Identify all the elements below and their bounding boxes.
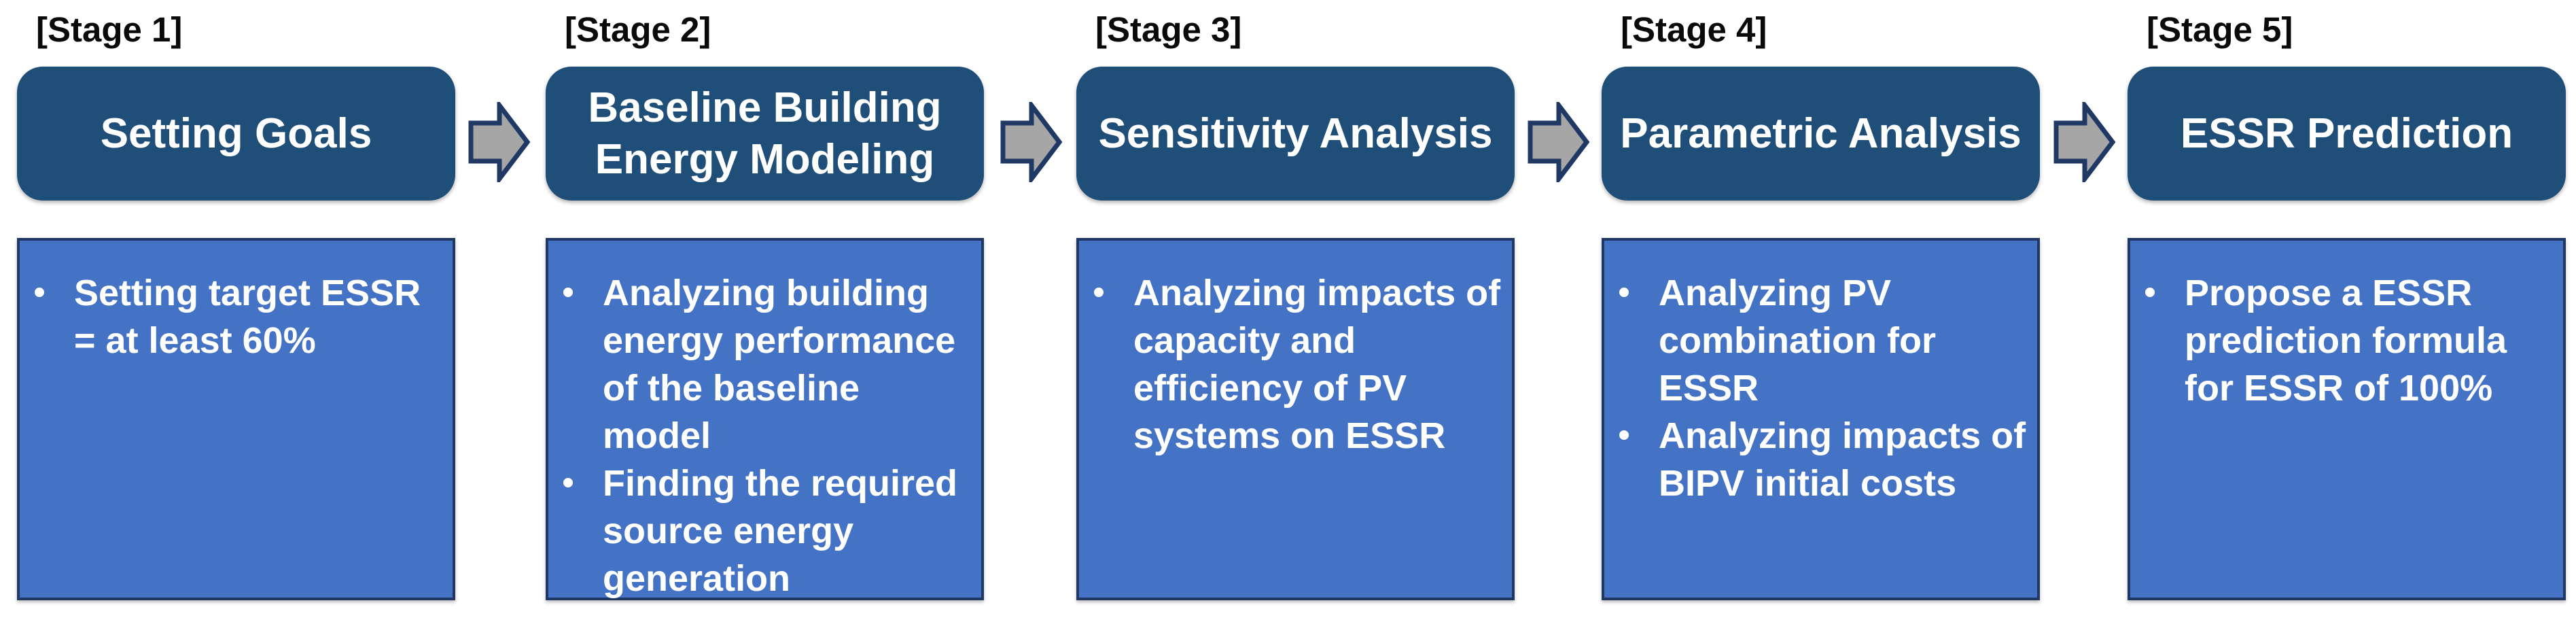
bullet-text: Finding the required source energy gener… [603, 463, 957, 599]
stage-4-detail-box: Analyzing PV combination for ESSR Analyz… [1602, 238, 2040, 600]
stage-1-detail-box: Setting target ESSR = at least 60% [17, 238, 455, 600]
stage-2-header-box: Baseline Building Energy Modeling [546, 67, 984, 201]
stage-3-label: [Stage 3] [1095, 10, 1242, 49]
right-arrow-icon [2053, 102, 2116, 182]
bullet-text: Propose a ESSR prediction formula for ES… [2185, 273, 2507, 409]
bullet-dot-icon [2145, 288, 2155, 297]
stage-2-header-text: Baseline Building Energy Modeling [588, 84, 942, 183]
stage-1-header-text: Setting Goals [100, 109, 372, 157]
bullet-text: Analyzing building energy performance of… [603, 273, 956, 456]
stage-1-header-box: Setting Goals [17, 67, 455, 201]
bullet-dot-icon [1619, 430, 1629, 440]
bullet-dot-icon [1619, 288, 1629, 297]
bullet-dot-icon [563, 288, 573, 297]
stage-3-header-box: Sensitivity Analysis [1076, 67, 1515, 201]
right-arrow-icon [468, 102, 531, 182]
stage-5-column: [Stage 5] ESSR Prediction Propose a ESSR… [2128, 0, 2566, 620]
bullet-text: Analyzing impacts of capacity and effici… [1133, 273, 1501, 456]
stage-1-column: [Stage 1] Setting Goals Setting target E… [17, 0, 455, 620]
list-item: Analyzing impacts of BIPV initial costs [1619, 412, 2027, 507]
stage-4-label: [Stage 4] [1621, 10, 1767, 49]
list-item: Propose a ESSR prediction formula for ES… [2145, 269, 2553, 412]
bullet-text: Analyzing impacts of BIPV initial costs [1659, 415, 2026, 504]
stage-2-label: [Stage 2] [565, 10, 711, 49]
stage-4-header-text: Parametric Analysis [1620, 109, 2022, 157]
stage-5-label: [Stage 5] [2147, 10, 2293, 49]
bullet-text: Setting target ESSR = at least 60% [74, 273, 421, 361]
stage-5-header-text: ESSR Prediction [2180, 109, 2513, 157]
bullet-dot-icon [1094, 288, 1104, 297]
stage-5-detail-box: Propose a ESSR prediction formula for ES… [2128, 238, 2566, 600]
stage-2-detail-box: Analyzing building energy performance of… [546, 238, 984, 600]
stage-3-header-text: Sensitivity Analysis [1098, 109, 1493, 157]
bullet-dot-icon [563, 478, 573, 487]
stage-5-header-box: ESSR Prediction [2128, 67, 2566, 201]
list-item: Setting target ESSR = at least 60% [35, 269, 442, 364]
stage-4-header-box: Parametric Analysis [1602, 67, 2040, 201]
list-item: Analyzing building energy performance of… [563, 269, 971, 460]
stage-3-detail-box: Analyzing impacts of capacity and effici… [1076, 238, 1515, 600]
stage-2-column: [Stage 2] Baseline Building Energy Model… [546, 0, 984, 620]
stage-3-column: [Stage 3] Sensitivity Analysis Analyzing… [1076, 0, 1515, 620]
stage-1-label: [Stage 1] [36, 10, 183, 49]
list-item: Analyzing impacts of capacity and effici… [1094, 269, 1502, 460]
list-item: Analyzing PV combination for ESSR [1619, 269, 2027, 412]
list-item: Finding the required source energy gener… [563, 460, 971, 602]
right-arrow-icon [1000, 102, 1063, 182]
right-arrow-icon [1528, 102, 1590, 182]
bullet-dot-icon [35, 288, 44, 297]
bullet-text: Analyzing PV combination for ESSR [1659, 273, 1936, 409]
stage-4-column: [Stage 4] Parametric Analysis Analyzing … [1602, 0, 2040, 620]
